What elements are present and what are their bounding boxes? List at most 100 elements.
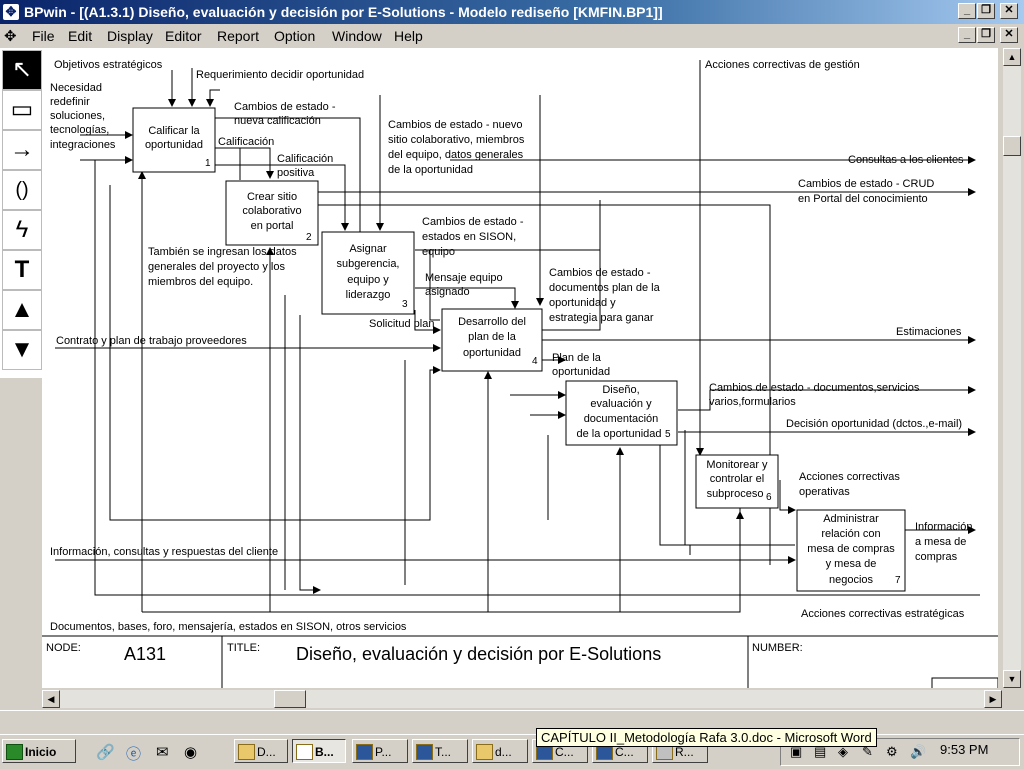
svg-text:generales del proyecto y los: generales del proyecto y los bbox=[148, 261, 285, 273]
vertical-scrollbar[interactable]: ▲ ▼ bbox=[1003, 48, 1021, 688]
task-folder-d2[interactable]: d... bbox=[472, 739, 528, 763]
task-word-p[interactable]: P... bbox=[352, 739, 408, 763]
tray-icon-2[interactable]: ▤ bbox=[814, 744, 827, 759]
svg-text:4: 4 bbox=[532, 356, 538, 367]
scroll-thumb[interactable] bbox=[1003, 136, 1021, 156]
hscroll-thumb[interactable] bbox=[274, 690, 306, 708]
svg-text:sitio colaborativo, miembros: sitio colaborativo, miembros bbox=[388, 134, 525, 146]
svg-text:documentos plan de la: documentos plan de la bbox=[549, 282, 661, 294]
svg-text:1: 1 bbox=[205, 158, 211, 169]
doc-icon: ✥ bbox=[4, 28, 17, 45]
start-button[interactable]: Inicio bbox=[2, 739, 76, 763]
svg-text:Diseño,: Diseño, bbox=[602, 384, 639, 396]
up-tool[interactable]: ▲ bbox=[2, 290, 42, 330]
pointer-tool[interactable]: ↖ bbox=[2, 50, 42, 90]
svg-text:7: 7 bbox=[895, 575, 901, 586]
box-7[interactable]: Administrar relación con mesa de compras… bbox=[796, 509, 906, 592]
svg-text:Cambios de estado -: Cambios de estado - bbox=[234, 101, 336, 113]
task-bpwin[interactable]: B... bbox=[292, 739, 346, 763]
taskbar: Inicio 🔗 ⓔ ✉ ◉ D... B... P... T... d... … bbox=[0, 734, 1024, 769]
diagram-canvas[interactable]: Calificar la oportunidad 1 Crear sitio c… bbox=[42, 48, 998, 688]
svg-text:estados en SISON,: estados en SISON, bbox=[422, 231, 516, 243]
svg-text:Crear sitio: Crear sitio bbox=[247, 191, 297, 203]
toolbox: ↖ ▭ → () ϟ T ▲ ▼ bbox=[0, 48, 43, 378]
svg-text:redefinir: redefinir bbox=[50, 96, 90, 108]
box-1[interactable]: Calificar la oportunidad 1 bbox=[132, 107, 216, 173]
window-title: BPwin - [(A1.3.1) Diseño, evaluación y d… bbox=[24, 4, 663, 20]
volume-icon[interactable]: 🔊 bbox=[910, 744, 927, 759]
word-icon bbox=[416, 744, 433, 760]
svg-text:Cambios de estado -: Cambios de estado - bbox=[549, 267, 651, 279]
text-tool[interactable]: T bbox=[2, 250, 42, 290]
menu-window[interactable]: Window bbox=[332, 28, 382, 44]
svg-text:subgerencia,: subgerencia, bbox=[337, 258, 400, 270]
box-6[interactable]: Monitorear y controlar el subproceso 6 bbox=[695, 454, 779, 509]
horizontal-scrollbar[interactable]: ◀ ▶ bbox=[42, 690, 1002, 708]
svg-text:asignado: asignado bbox=[425, 286, 470, 298]
menu-help[interactable]: Help bbox=[394, 28, 423, 44]
menu-display[interactable]: Display bbox=[107, 28, 153, 44]
svg-text:compras: compras bbox=[915, 551, 958, 563]
squiggle-tool[interactable]: () bbox=[2, 170, 42, 210]
label-acciones-estrategicas: Acciones correctivas estratégicas bbox=[801, 608, 965, 620]
doc-minimize-button[interactable]: _ bbox=[958, 27, 976, 43]
windows-logo-icon bbox=[6, 744, 23, 760]
outlook-icon[interactable]: ✉ bbox=[156, 744, 169, 761]
label-info-cliente: Información, consultas y respuestas del … bbox=[50, 546, 278, 558]
svg-text:A131: A131 bbox=[124, 644, 166, 664]
down-tool[interactable]: ▼ bbox=[2, 330, 42, 370]
menu-edit[interactable]: Edit bbox=[68, 28, 93, 44]
svg-text:6: 6 bbox=[766, 492, 772, 503]
arrow-tool[interactable]: → bbox=[2, 130, 42, 170]
task-folder-d[interactable]: D... bbox=[234, 739, 288, 763]
tray-icon-5[interactable]: ⚙ bbox=[886, 744, 898, 759]
scroll-left-button[interactable]: ◀ bbox=[42, 690, 60, 708]
box-5[interactable]: Diseño, evaluación y documentación de la… bbox=[565, 380, 678, 446]
tray-icon-1[interactable]: ▣ bbox=[790, 744, 803, 759]
lightning-tool[interactable]: ϟ bbox=[2, 210, 42, 250]
doc-close-button[interactable]: ✕ bbox=[1000, 27, 1018, 43]
quicklaunch-icon-1[interactable]: 🔗 bbox=[96, 744, 115, 761]
arrow-labels: Objetivos estratégicos Requerimiento dec… bbox=[50, 59, 972, 633]
svg-text:Monitorear y: Monitorear y bbox=[706, 459, 768, 471]
svg-text:de la oportunidad: de la oportunidad bbox=[576, 428, 661, 440]
close-button[interactable]: ✕ bbox=[1000, 3, 1018, 19]
taskbar-tooltip: CAPÍTULO II_Metodología Rafa 3.0.doc - M… bbox=[536, 728, 877, 747]
menu-report[interactable]: Report bbox=[217, 28, 260, 44]
title-bar[interactable]: ✥ BPwin - [(A1.3.1) Diseño, evaluación y… bbox=[0, 0, 1024, 24]
menu-editor[interactable]: Editor bbox=[165, 28, 202, 44]
task-word-t[interactable]: T... bbox=[412, 739, 468, 763]
svg-text:Información: Información bbox=[915, 521, 972, 533]
minimize-button[interactable]: _ bbox=[958, 3, 976, 19]
restore-button[interactable]: ❐ bbox=[977, 3, 995, 19]
svg-text:a mesa de: a mesa de bbox=[915, 536, 966, 548]
svg-text:liderazgo: liderazgo bbox=[346, 289, 391, 301]
label-acciones-gestion: Acciones correctivas de gestión bbox=[705, 59, 860, 71]
svg-text:operativas: operativas bbox=[799, 486, 850, 498]
box-tool[interactable]: ▭ bbox=[2, 90, 42, 130]
label-estimaciones: Estimaciones bbox=[896, 326, 962, 338]
scroll-up-button[interactable]: ▲ bbox=[1003, 48, 1021, 66]
label-documentos: Documentos, bases, foro, mensajería, est… bbox=[50, 621, 407, 633]
svg-text:oportunidad: oportunidad bbox=[145, 139, 203, 151]
scroll-right-button[interactable]: ▶ bbox=[984, 690, 1002, 708]
box-4[interactable]: Desarrollo del plan de la oportunidad 4 bbox=[441, 308, 543, 372]
tray-icon-4[interactable]: ✎ bbox=[862, 744, 873, 759]
svg-text:Cambios de estado - nuevo: Cambios de estado - nuevo bbox=[388, 119, 523, 131]
svg-text:Plan de la: Plan de la bbox=[552, 352, 602, 364]
media-player-icon[interactable]: ◉ bbox=[184, 744, 198, 761]
scroll-down-button[interactable]: ▼ bbox=[1003, 670, 1021, 688]
ie-icon[interactable]: ⓔ bbox=[126, 746, 142, 763]
svg-text:nueva calificación: nueva calificación bbox=[234, 115, 321, 127]
svg-text:3: 3 bbox=[402, 299, 408, 310]
svg-text:estrategia para ganar: estrategia para ganar bbox=[549, 312, 654, 324]
box-2[interactable]: Crear sitio colaborativo en portal 2 bbox=[225, 180, 319, 246]
box-3[interactable]: Asignar subgerencia, equipo y liderazgo … bbox=[321, 231, 415, 315]
svg-text:Administrar: Administrar bbox=[823, 513, 879, 525]
doc-restore-button[interactable]: ❐ bbox=[977, 27, 995, 43]
menu-option[interactable]: Option bbox=[274, 28, 316, 44]
tray-icon-3[interactable]: ◈ bbox=[838, 744, 848, 759]
svg-text:oportunidad: oportunidad bbox=[463, 347, 521, 359]
menu-file[interactable]: File bbox=[32, 28, 55, 44]
svg-text:evaluación y: evaluación y bbox=[590, 398, 652, 410]
